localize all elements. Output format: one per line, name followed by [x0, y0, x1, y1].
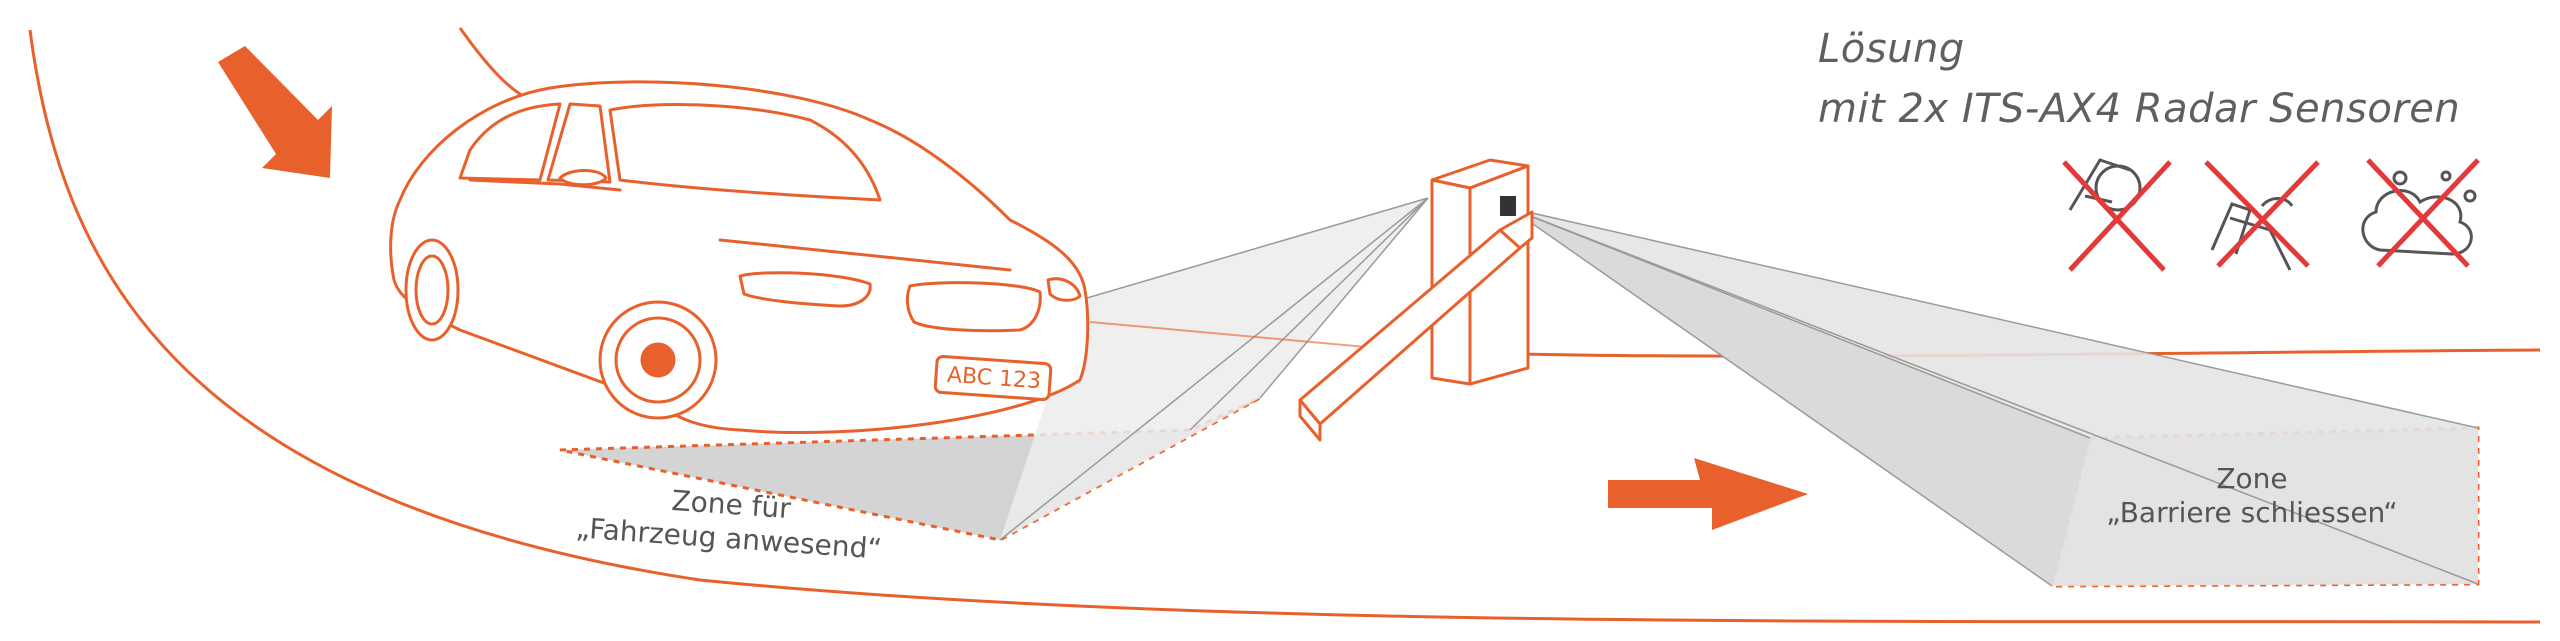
- radar-sensor-icon: [1500, 196, 1516, 216]
- car-headlight-right: [1046, 277, 1082, 302]
- crossed-out-weather-icon: [2204, 160, 2320, 271]
- car-rear-wheel-rim: [414, 254, 450, 326]
- car-side-window-rear: [458, 102, 562, 182]
- solution-title: Lösung: [1818, 26, 1965, 72]
- crossed-out-road-works-icon: [2062, 158, 2172, 272]
- zone-close-barrier-line2: „Barriere schliessen“: [2106, 496, 2398, 529]
- road-edge-outer: [28, 29, 2541, 624]
- incoming-arrow-icon: [218, 46, 332, 178]
- car-front-wheel-hub: [640, 342, 676, 378]
- beam-center-line: [1089, 321, 1401, 351]
- car-grille: [905, 281, 1042, 333]
- car-windshield: [608, 103, 882, 202]
- barrier-arm: [1298, 210, 1534, 442]
- car-headlight-left: [738, 271, 872, 308]
- barrier-post: [1430, 158, 1530, 386]
- license-plate: [933, 354, 1053, 402]
- car: [389, 80, 1090, 435]
- crossed-out-dirt-icon: [2361, 158, 2480, 268]
- car-door-line: [468, 178, 622, 192]
- radar-beam-right: [1509, 207, 2479, 587]
- car-mirror: [558, 169, 608, 187]
- road-edge-top: [458, 27, 531, 102]
- solution-subtitle: mit 2x ITS-AX4 Radar Sensoren: [1818, 86, 2461, 132]
- car-side-window-front: [546, 102, 612, 184]
- outgoing-arrow-icon: [1608, 458, 1808, 530]
- car-hood-line: [718, 238, 1012, 272]
- zone-close-barrier-label: Zone „Barriere schliessen“: [2062, 462, 2442, 530]
- radar-beam-left: [999, 197, 1429, 541]
- zone-close-barrier-line1: Zone: [2216, 462, 2288, 495]
